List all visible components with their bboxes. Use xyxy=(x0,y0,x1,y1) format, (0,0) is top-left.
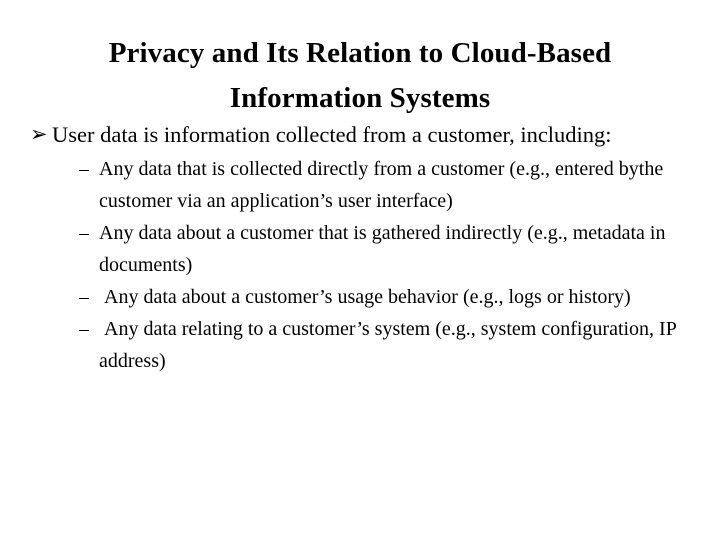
bullet-level2-item: – Any data about a customer’s usage beha… xyxy=(0,281,720,313)
en-dash-bullet-icon: – xyxy=(79,286,89,308)
slide-title: Privacy and Its Relation to Cloud-Based … xyxy=(108,37,612,115)
arrowhead-bullet-icon: ➢ xyxy=(30,122,48,146)
bullet-level1: ➢ User data is information collected fro… xyxy=(0,118,720,151)
bullet-level2-item: – Any data about a customer that is gath… xyxy=(0,217,720,281)
bullet-level2-list: – Any data that is collected directly fr… xyxy=(0,153,720,377)
bullet-level2-text: Any data relating to a customer’s system… xyxy=(99,318,682,372)
bullet-level2-text: Any data that is collected directly from… xyxy=(99,158,669,212)
en-dash-bullet-icon: – xyxy=(79,318,89,340)
en-dash-bullet-icon: – xyxy=(79,222,89,244)
en-dash-bullet-icon: – xyxy=(79,158,89,180)
bullet-level2-item: – Any data relating to a customer’s syst… xyxy=(0,313,720,377)
bullet-level2-text: Any data about a customer’s usage behavi… xyxy=(99,286,631,308)
bullet-level2-text: Any data about a customer that is gather… xyxy=(99,222,671,276)
slide-body: ➢ User data is information collected fro… xyxy=(0,118,720,377)
bullet-level2-item: – Any data that is collected directly fr… xyxy=(0,153,720,217)
bullet-level1-text: User data is information collected from … xyxy=(52,122,612,147)
